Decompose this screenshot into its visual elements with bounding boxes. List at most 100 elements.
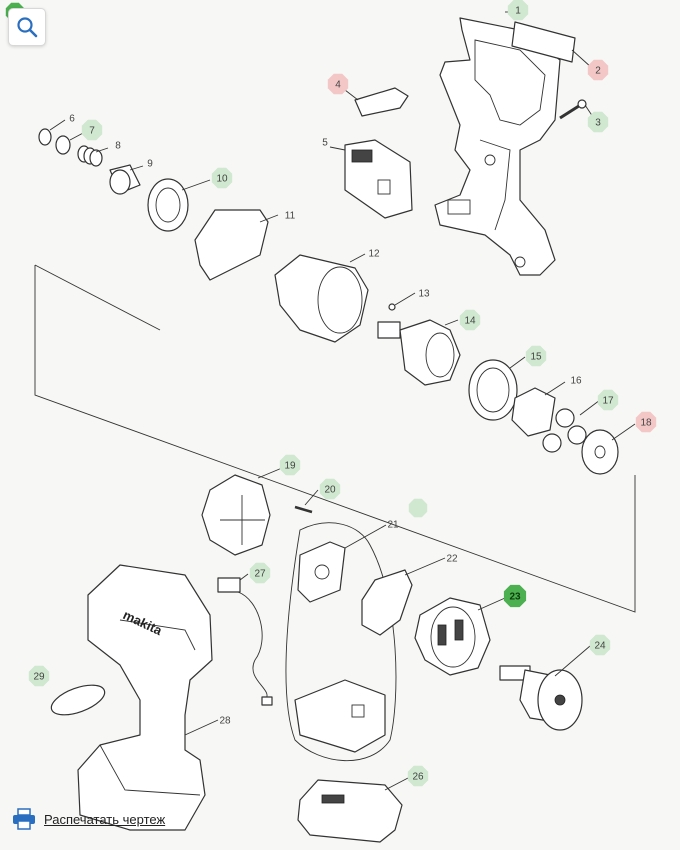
callout-18[interactable]: 18: [635, 411, 657, 433]
callout-number: 10: [216, 174, 228, 185]
callout-13: 13: [418, 289, 430, 300]
callout-23[interactable]: 23: [503, 584, 527, 608]
callout-number: 11: [285, 211, 296, 222]
callout-6: 6: [69, 114, 75, 125]
callout-12: 12: [368, 249, 380, 260]
leader-lines: [49, 11, 636, 791]
part-pin[interactable]: [294, 505, 313, 514]
callout-number: 4: [335, 80, 341, 91]
callout-badge-4: [327, 73, 349, 95]
part-housing-half[interactable]: [434, 17, 561, 276]
part-front-cover[interactable]: [194, 209, 269, 281]
callout-26[interactable]: 26: [407, 765, 429, 787]
callout-1[interactable]: 1: [507, 0, 529, 21]
callout-badge-23: [503, 584, 527, 608]
callout-number: 27: [254, 569, 266, 580]
callout-number: 18: [640, 418, 652, 429]
part-spring[interactable]: [77, 145, 103, 167]
part-main-housing[interactable]: [77, 564, 213, 831]
callout-number: 7: [89, 126, 95, 137]
callout-badge-7: [81, 119, 103, 141]
callout-4[interactable]: 4: [327, 73, 349, 95]
callout-29[interactable]: 29: [28, 665, 50, 687]
part-cap[interactable]: [48, 679, 109, 721]
callout-number: 15: [530, 352, 542, 363]
callout-15[interactable]: 15: [525, 345, 547, 367]
part-planet-gears[interactable]: [542, 408, 587, 453]
callout-badge-20: [319, 478, 341, 500]
callout-number: 22: [446, 554, 458, 565]
callout-number: 26: [412, 772, 424, 783]
magnifier-icon: [17, 17, 38, 38]
callout-badge-1: [507, 0, 529, 21]
zoom-button[interactable]: [8, 8, 46, 46]
callout-10[interactable]: 10: [211, 167, 233, 189]
callout-3[interactable]: 3: [587, 111, 609, 133]
callout-number: 9: [147, 159, 153, 170]
callout-9: 9: [147, 159, 153, 170]
callout-number: 8: [115, 141, 121, 152]
part-retaining-ring[interactable]: [38, 128, 52, 146]
callout-number: 19: [284, 461, 296, 472]
part-sleeve[interactable]: [109, 164, 141, 195]
part-controller-board[interactable]: [294, 679, 386, 753]
part-switch-lever[interactable]: [354, 87, 409, 117]
callout-badge-2: [587, 59, 609, 81]
callout-28: 28: [219, 716, 231, 727]
callout-number: 20: [324, 485, 336, 496]
callout-number: 17: [602, 396, 614, 407]
part-sensor-ring[interactable]: [361, 569, 413, 636]
part-label-strip[interactable]: [511, 21, 576, 63]
callout-number: 24: [594, 641, 606, 652]
callout-number: 13: [418, 289, 430, 300]
part-screw[interactable]: [559, 99, 587, 120]
part-wire-connector[interactable]: [217, 577, 273, 706]
callout-2[interactable]: 2: [587, 59, 609, 81]
part-spindle-carrier[interactable]: [511, 387, 556, 437]
callout-24[interactable]: 24: [589, 634, 611, 656]
part-insulation-plate[interactable]: [297, 541, 346, 603]
callout-number: 23: [509, 592, 521, 603]
callout-14[interactable]: 14: [459, 309, 481, 331]
callout-16: 16: [570, 376, 582, 387]
part-hammer[interactable]: [377, 319, 461, 386]
part-gasket-ring[interactable]: [468, 359, 518, 421]
callout-badge-24: [589, 634, 611, 656]
callout-27[interactable]: 27: [249, 562, 271, 584]
part-switch[interactable]: [344, 139, 413, 219]
callout-number: 6: [69, 114, 75, 125]
callout-8: 8: [115, 141, 121, 152]
callout-7[interactable]: 7: [81, 119, 103, 141]
callout-badge-19: [279, 454, 301, 476]
callout-number: 28: [219, 716, 231, 727]
part-rotor[interactable]: [499, 665, 583, 731]
callout-19[interactable]: 19: [279, 454, 301, 476]
part-controller-base[interactable]: [297, 779, 403, 843]
callout-badge-14: [459, 309, 481, 331]
part-anvil-ring[interactable]: [147, 178, 189, 232]
callout-badge-29: [28, 665, 50, 687]
part-hammer-case[interactable]: [274, 254, 369, 343]
callout-badge-17: [597, 389, 619, 411]
part-washer-7[interactable]: [55, 135, 71, 155]
part-flat-washer[interactable]: [581, 429, 619, 475]
callout-number: 5: [322, 138, 328, 149]
callout-badge-18: [635, 411, 657, 433]
callout-number: 21: [387, 520, 399, 531]
callout-badge-blank[interactable]: [408, 498, 428, 518]
callout-17[interactable]: 17: [597, 389, 619, 411]
callout-20[interactable]: 20: [319, 478, 341, 500]
printer-icon: [13, 808, 35, 830]
callout-number: 16: [570, 376, 582, 387]
callout-badge-27: [249, 562, 271, 584]
callout-11: 11: [285, 211, 296, 222]
callout-number: 2: [595, 66, 601, 77]
callout-badge-26: [407, 765, 429, 787]
part-motor-housing[interactable]: [201, 474, 271, 556]
part-stator[interactable]: [414, 597, 491, 676]
callout-number: 14: [464, 316, 476, 327]
callout-number: 3: [595, 118, 601, 129]
part-steel-ball[interactable]: [388, 303, 396, 311]
print-drawing-link[interactable]: Распечатать чертеж: [12, 808, 165, 830]
